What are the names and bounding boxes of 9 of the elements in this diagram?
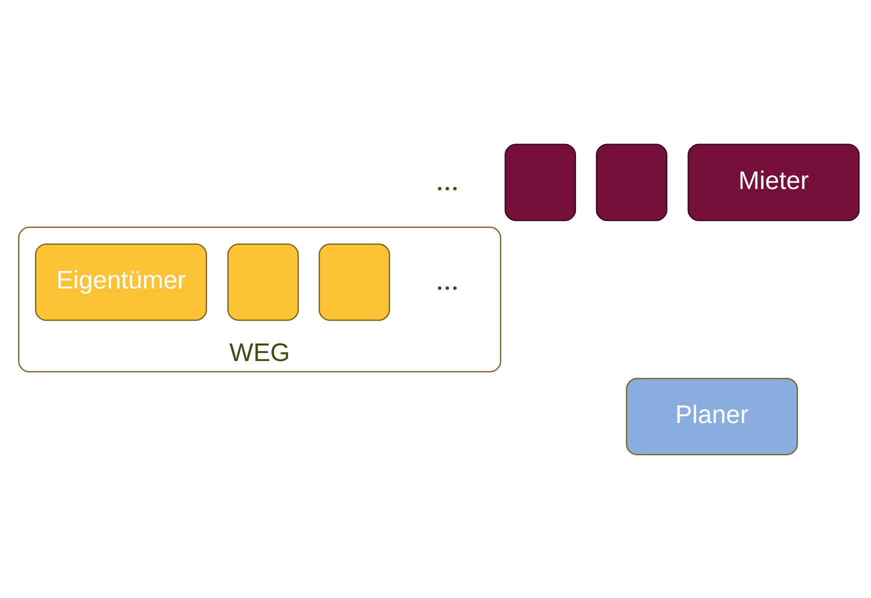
node-box	[227, 243, 299, 320]
label: ...	[436, 162, 459, 196]
node-box: Mieter	[688, 143, 860, 221]
node-box	[318, 243, 390, 320]
label: ...	[436, 262, 459, 296]
node-box	[596, 143, 668, 221]
node-box: Planer	[626, 377, 798, 455]
node-box: Eigentümer	[35, 243, 208, 320]
node-box	[504, 143, 576, 221]
